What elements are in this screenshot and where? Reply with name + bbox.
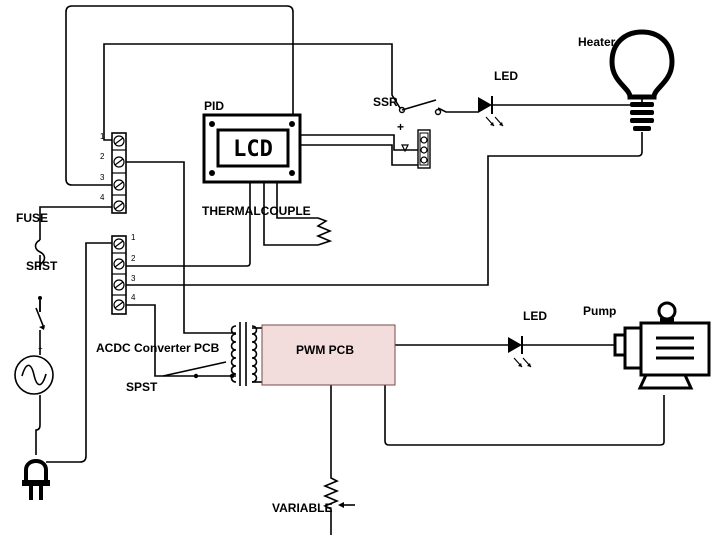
- pwm-label: PWM PCB: [296, 343, 354, 357]
- wires: [35, 5, 665, 535]
- led-bottom-icon: [508, 336, 532, 368]
- acdc-label: ACDC Converter PCB: [96, 341, 220, 355]
- wire-pid-ssr-2: [300, 144, 418, 166]
- pid-controller: LCD: [202, 113, 302, 184]
- tb1-num-3: 3: [100, 173, 105, 182]
- thermocouple-label: THERMALCOUPLE: [202, 204, 311, 218]
- wire-pid-ssr-1: [300, 134, 418, 151]
- pump-label: Pump: [583, 304, 616, 318]
- tb1-num-2: 2: [100, 152, 105, 161]
- fuse-label: FUSE: [16, 211, 48, 225]
- led-top-label: LED: [494, 69, 518, 83]
- thermocouple-resistor: [315, 217, 333, 246]
- svg-text:+: +: [38, 344, 43, 353]
- led-bottom-label: LED: [523, 309, 547, 323]
- wire-pid-power-loop: [65, 5, 294, 186]
- motor-icon: [613, 301, 711, 390]
- pwm-pcb: PWM PCB: [261, 324, 396, 386]
- terminal-block-top: 1 2 3 4: [100, 132, 127, 214]
- tb1-num-4: 4: [100, 193, 105, 202]
- ssr-label: SSR: [373, 95, 398, 109]
- tb2-num-4: 4: [131, 293, 136, 302]
- ssr-plus-label: +: [397, 120, 404, 134]
- lcd-label: LCD: [233, 137, 273, 162]
- plug-icon: [22, 459, 50, 500]
- terminal-block-bottom: 1 2 3 4: [111, 233, 136, 315]
- wire-ssr-led: [437, 107, 478, 113]
- wire-thermocouple-a: [263, 182, 318, 246]
- wire-block1-transformer: [125, 161, 236, 334]
- potentiometer-icon: [322, 470, 355, 512]
- variable-label: VARIABLE: [272, 501, 332, 515]
- ac-source-icon: +: [14, 344, 54, 395]
- wire-pump-pwm-return: [384, 385, 665, 446]
- wire-led-heater: [492, 95, 643, 106]
- tb2-num-1: 1: [131, 233, 136, 242]
- ssr-relay: +: [397, 99, 442, 169]
- spst-bottom-switch: [162, 361, 235, 379]
- wire-thermocouple-b: [276, 182, 318, 219]
- lightbulb-icon: [609, 29, 675, 131]
- transformer-icon: [230, 322, 258, 386]
- pid-label: PID: [204, 99, 224, 113]
- tb1-num-1: 1: [100, 132, 105, 141]
- tb2-num-3: 3: [131, 274, 136, 283]
- wire-block1-ssr: [103, 43, 401, 141]
- wire-plug-block2: [46, 242, 112, 463]
- spst-left-label: SPST: [26, 259, 58, 273]
- wire-source-plug: [35, 395, 41, 455]
- fuse-icon: [34, 239, 46, 270]
- spst-bottom-label: SPST: [126, 380, 158, 394]
- led-icon: [478, 96, 504, 127]
- spst-left-switch: [35, 296, 45, 330]
- wire-heater-block2: [125, 132, 643, 286]
- tb2-num-2: 2: [131, 254, 136, 263]
- heater-label: Heater: [578, 35, 616, 49]
- wire-fuse-top: [39, 206, 112, 240]
- lcd-screen: [216, 128, 290, 168]
- wire-pid-block2: [125, 182, 251, 267]
